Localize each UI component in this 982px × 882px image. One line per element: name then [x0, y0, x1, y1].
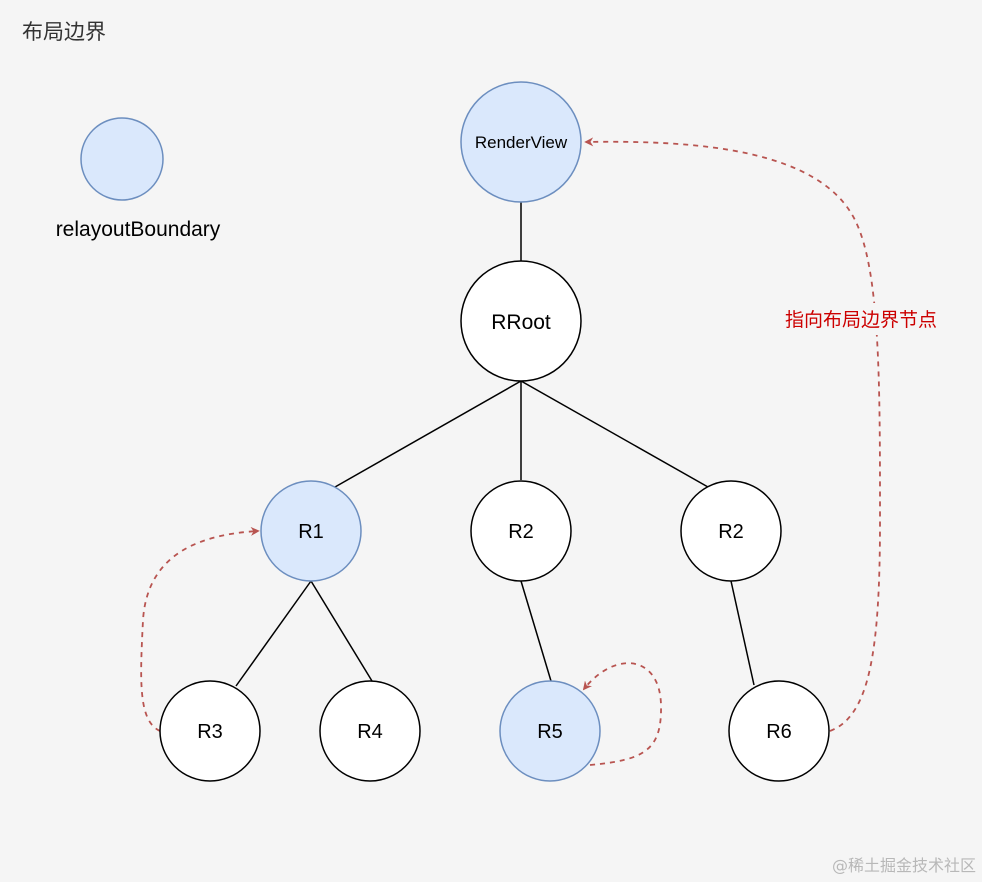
- node-label: R2: [508, 521, 534, 543]
- node-label: RenderView: [475, 133, 568, 152]
- legend-boundary-swatch: [80, 117, 164, 201]
- node-rroot: RRoot: [460, 260, 582, 382]
- tree-edges: [235, 202, 755, 687]
- node-label: RRoot: [491, 311, 551, 334]
- node-label: R5: [537, 721, 563, 743]
- node-label: R3: [197, 721, 223, 743]
- edge-r1-r3: [235, 580, 312, 687]
- boundary-links: [140, 137, 881, 766]
- node-label: R6: [766, 721, 792, 743]
- link-r5-to-self: [582, 662, 662, 766]
- node-r2-middle: R2: [470, 480, 572, 582]
- node-label: R4: [357, 721, 383, 743]
- edge-r2b-r6: [730, 580, 755, 686]
- node-r4: R4: [319, 680, 421, 782]
- node-r2-right: R2: [680, 480, 782, 582]
- node-label: R1: [298, 521, 324, 543]
- annotation-backdrop: [768, 303, 954, 335]
- edge-r2a-r5: [520, 580, 552, 682]
- link-r6-to-renderview: [584, 137, 881, 732]
- node-renderview: RenderView: [460, 81, 582, 203]
- node-label: R2: [718, 521, 744, 543]
- watermark: @稀土掘金技术社区: [831, 856, 976, 875]
- annotation-text: 指向布局边界节点: [785, 309, 937, 331]
- node-r1: R1: [260, 480, 362, 582]
- legend-label: relayoutBoundary: [56, 218, 221, 241]
- edge-rroot-r2b: [520, 380, 709, 488]
- edge-rroot-r1: [334, 380, 522, 488]
- page-title: 布局边界: [22, 20, 106, 44]
- node-r6: R6: [728, 680, 830, 782]
- node-r3: R3: [159, 680, 261, 782]
- node-r5: R5: [499, 680, 601, 782]
- edge-r1-r4: [310, 580, 373, 682]
